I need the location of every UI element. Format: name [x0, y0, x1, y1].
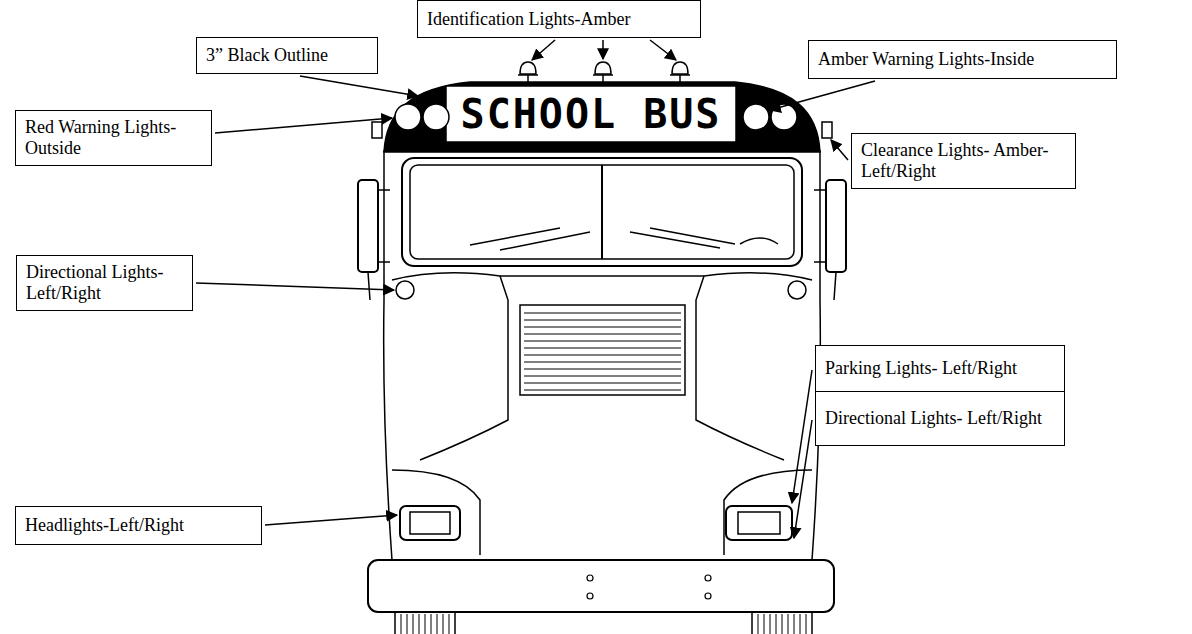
tire [395, 612, 455, 634]
callout-label: Clearance Lights- Amber- Left/Right [861, 140, 1066, 182]
directional-light [396, 281, 414, 299]
directional-light [788, 281, 806, 299]
wiper [470, 228, 735, 250]
body-side [384, 150, 392, 560]
headlight-lens [738, 512, 780, 534]
callout-label: Amber Warning Lights-Inside [818, 49, 1034, 70]
mirror [358, 180, 378, 272]
callout-box: Headlights-Left/Right [15, 506, 262, 545]
identification-lights [518, 62, 690, 82]
headlight [726, 506, 792, 540]
headlight [400, 506, 460, 540]
windshield-glass [410, 165, 794, 259]
callout-box: Clearance Lights- Amber- Left/Right [851, 133, 1076, 189]
callout-box: Identification Lights-Amber [417, 0, 701, 38]
callout-box: Parking Lights- Left/Right [815, 345, 1065, 392]
callout-box: Amber Warning Lights-Inside [808, 40, 1117, 79]
bumper [368, 560, 834, 612]
windshield [402, 158, 802, 266]
callout-box: Directional Lights- Left/Right [815, 391, 1065, 446]
roof-cap [384, 82, 820, 152]
callout-box: 3” Black Outline [196, 37, 378, 74]
leader-arrows [196, 40, 875, 538]
headlight-lens [410, 512, 450, 534]
callout-label: Headlights-Left/Right [25, 515, 184, 536]
fender [392, 273, 508, 460]
callout-label: Directional Lights- Left/Right [26, 262, 183, 304]
callout-label: Parking Lights- Left/Right [825, 358, 1017, 379]
amber-warning-light [423, 104, 449, 130]
sign-panel [446, 86, 736, 142]
tire [752, 612, 812, 634]
callout-box: Directional Lights- Left/Right [16, 255, 193, 311]
callout-box: Red Warning Lights- Outside [15, 110, 212, 166]
fender [696, 273, 812, 460]
sign-text: SCHOOL BUS [446, 86, 736, 142]
red-warning-light [395, 104, 421, 130]
mirror [826, 180, 846, 272]
callout-label: Directional Lights- Left/Right [825, 408, 1042, 429]
amber-warning-light [743, 104, 769, 130]
callout-label: Identification Lights-Amber [427, 9, 630, 30]
callout-label: Red Warning Lights- Outside [25, 117, 202, 159]
grille [520, 305, 685, 395]
callout-label: 3” Black Outline [206, 45, 328, 66]
steering-wheel [740, 238, 778, 244]
clearance-light [372, 122, 382, 138]
clearance-light [822, 122, 832, 138]
